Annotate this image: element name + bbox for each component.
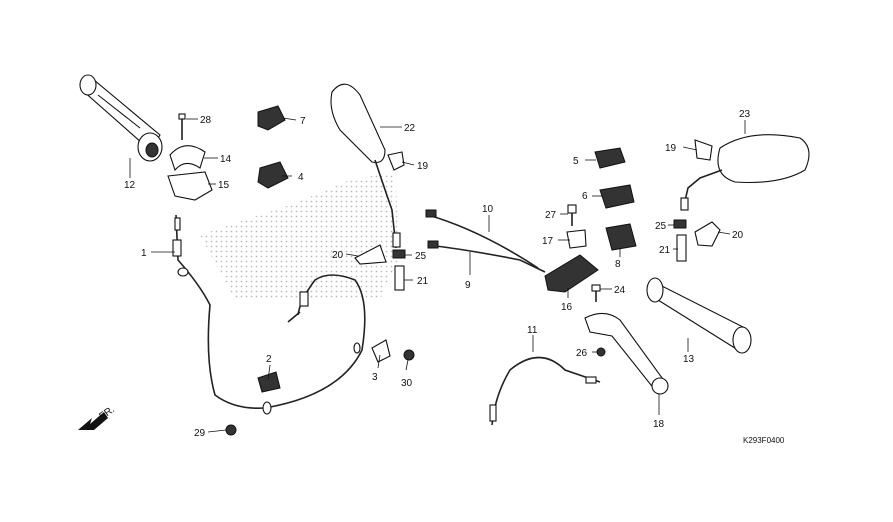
callout-10: 10	[482, 204, 494, 215]
callout-25-left: 25	[415, 251, 427, 262]
callout-24: 24	[614, 285, 626, 296]
throttle-cable	[172, 214, 266, 410]
right-grip	[646, 277, 752, 354]
switch-8	[605, 223, 637, 251]
front-arrow-icon: FR.	[78, 404, 117, 430]
callout-3: 3	[372, 372, 378, 383]
switch-4	[257, 161, 289, 189]
callout-23: 23	[739, 109, 751, 120]
callout-17: 17	[542, 236, 554, 247]
nut-26	[596, 347, 606, 357]
clamp-2	[257, 371, 281, 393]
cable-11	[489, 356, 601, 426]
callout-21-right: 21	[659, 245, 671, 256]
adapter-21-right	[676, 234, 687, 262]
cap-19-left	[387, 151, 405, 171]
diagram-code: K293F0400	[743, 436, 785, 445]
callout-18: 18	[653, 419, 665, 430]
bolt-24	[591, 284, 601, 302]
callout-4: 4	[298, 172, 304, 183]
bracket-20-right	[694, 221, 721, 247]
callout-6: 6	[582, 191, 588, 202]
nut-25-right	[673, 219, 687, 229]
callout-20-right: 20	[732, 230, 744, 241]
bolt-30	[403, 349, 415, 361]
screw-27	[567, 204, 577, 226]
throttle-housing-lower	[167, 171, 213, 201]
switch-wires	[425, 209, 546, 273]
callout-30: 30	[401, 378, 413, 389]
callout-25-right: 25	[655, 221, 667, 232]
bracket-20-left	[354, 244, 387, 265]
callout-14: 14	[220, 154, 232, 165]
callout-29: 29	[194, 428, 206, 439]
throttle-housing-upper	[169, 145, 206, 172]
callout-15: 15	[218, 180, 230, 191]
callout-1: 1	[141, 248, 147, 259]
stay-3	[371, 339, 391, 363]
callout-19-right: 19	[665, 143, 677, 154]
right-mirror	[680, 134, 810, 211]
holder-17	[566, 229, 587, 249]
callout-19-left: 19	[417, 161, 429, 172]
nut-25-left	[392, 249, 406, 259]
callout-16: 16	[561, 302, 573, 313]
switch-7	[257, 105, 286, 131]
left-mirror	[330, 83, 401, 249]
callout-28: 28	[200, 115, 212, 126]
cable-loop	[262, 274, 366, 415]
brake-bracket-16	[544, 254, 599, 293]
callout-22: 22	[404, 123, 416, 134]
left-grip	[79, 74, 163, 162]
callout-labels: 1 2 3 4 5 6 7 8 9 10 11 12 13 14 15 16 1…	[124, 109, 751, 439]
callout-26: 26	[576, 348, 588, 359]
screw-28	[178, 113, 186, 140]
callout-5: 5	[573, 156, 579, 167]
switch-6	[599, 184, 635, 209]
callout-8: 8	[615, 259, 621, 270]
brake-lever	[584, 312, 669, 395]
callout-13: 13	[683, 354, 695, 365]
watermark-logo	[200, 172, 400, 300]
cap-19-right	[694, 139, 713, 161]
callout-12: 12	[124, 180, 136, 191]
callout-20-left: 20	[332, 250, 344, 261]
leader-lines	[129, 117, 746, 433]
bolt-29	[225, 424, 237, 436]
callout-27: 27	[545, 210, 557, 221]
callout-9: 9	[465, 280, 471, 291]
callout-2: 2	[266, 354, 272, 365]
callout-21-left: 21	[417, 276, 429, 287]
adapter-21-left	[394, 265, 405, 291]
switch-5	[594, 147, 626, 169]
callout-7: 7	[300, 116, 306, 127]
callout-11: 11	[527, 325, 538, 336]
